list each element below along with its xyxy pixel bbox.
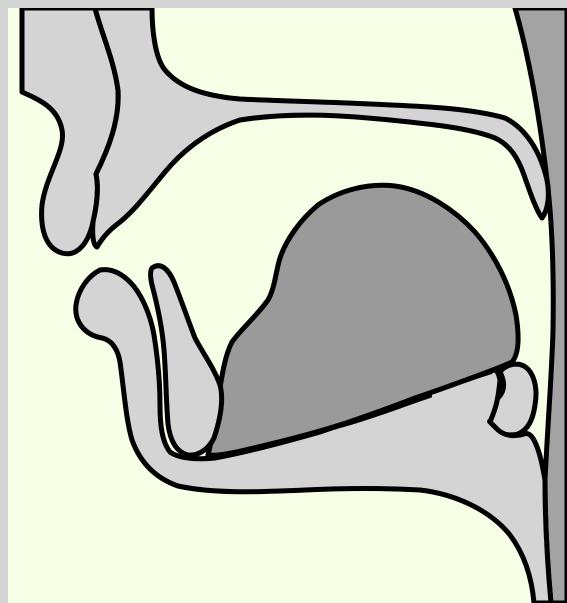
diagram-panel xyxy=(8,8,567,603)
vocal-tract-diagram xyxy=(8,8,567,603)
